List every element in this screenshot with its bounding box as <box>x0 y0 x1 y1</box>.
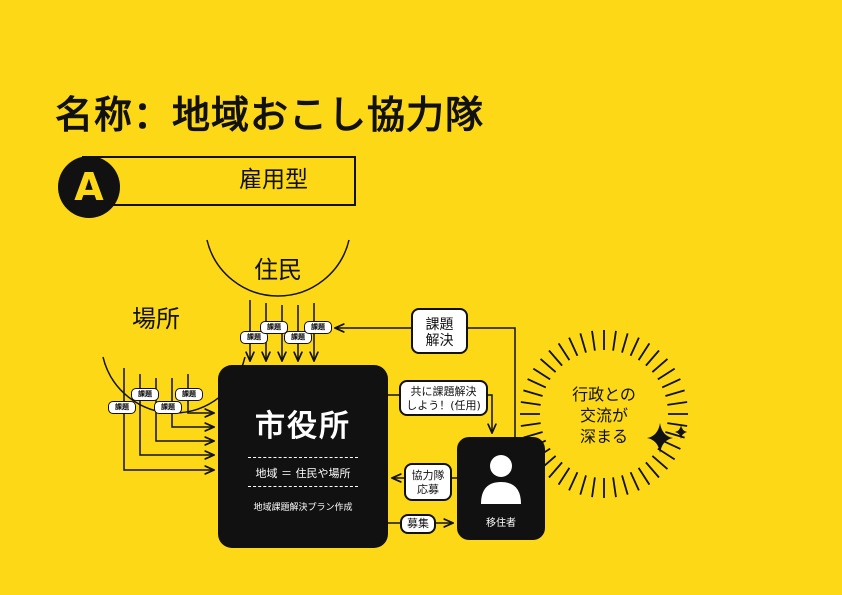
note-line: 解決 <box>425 333 454 349</box>
burst-ray <box>651 455 669 470</box>
plan-text: 地域課題解決プラン作成 <box>253 503 353 513</box>
issue-tag: 課題 <box>260 321 288 334</box>
burst-ray <box>527 378 547 389</box>
burst-ray <box>548 349 563 367</box>
burst-ray <box>637 342 651 361</box>
burst-ray <box>612 330 617 351</box>
burst-ray <box>657 447 676 461</box>
issue-tag: 課題 <box>131 388 159 401</box>
note-line: 課題 <box>425 317 454 333</box>
note-line: 協力隊 <box>411 469 445 482</box>
burst-ray <box>665 389 685 397</box>
burst-ray <box>568 337 579 357</box>
burst-ray <box>568 471 579 491</box>
issue-tag: 課題 <box>284 331 312 344</box>
burst-ray <box>629 337 640 357</box>
burst-ray <box>557 342 571 361</box>
interaction-text: 行政との 交流が 深まる <box>548 384 660 447</box>
residents-arc <box>206 239 350 297</box>
migrant-box: 移住者 <box>457 437 545 540</box>
interaction-line: 行政との <box>572 385 636 404</box>
city-hall-title: 市役所 <box>255 409 351 444</box>
issue-tag: 課題 <box>154 401 182 414</box>
burst-ray <box>579 475 587 495</box>
burst-ray <box>557 467 571 486</box>
burst-ray <box>523 431 543 439</box>
divider <box>248 486 358 487</box>
burst-ray <box>539 358 557 373</box>
residents-label: 住民 <box>254 256 302 284</box>
region-definition: 地域 ＝ 住民や場所 <box>255 467 351 480</box>
note-line: 応募 <box>417 483 439 496</box>
burst-ray <box>548 461 563 479</box>
issue-tag: 課題 <box>240 331 268 344</box>
issue-tag: 課題 <box>108 401 136 414</box>
burst-ray <box>523 389 543 397</box>
issue-tag: 課題 <box>175 388 203 401</box>
burst-ray <box>657 367 676 381</box>
burst-ray <box>629 471 640 491</box>
burst-ray <box>621 333 629 353</box>
page-title: 名称：地域おこし協力隊 <box>55 93 485 137</box>
city-hall-box: 市役所 地域 ＝ 住民や場所 地域課題解決プラン作成 <box>218 365 388 548</box>
divider <box>248 457 358 458</box>
burst-ray <box>520 422 541 427</box>
migrant-label: 移住者 <box>486 518 516 529</box>
issue-tag: 課題 <box>304 321 332 334</box>
burst-ray <box>612 477 617 498</box>
burst-ray <box>621 475 629 495</box>
person-icon <box>481 455 521 504</box>
note-line: 共に課題解決 <box>410 385 477 398</box>
burst-ray <box>579 333 587 353</box>
burst-ray <box>651 358 669 373</box>
interaction-line: 交流が <box>579 406 628 425</box>
issues-note: 課題 解決 <box>411 308 468 354</box>
burst-ray <box>645 349 660 367</box>
burst-ray <box>661 378 681 389</box>
burst-ray <box>645 461 660 479</box>
apply-note: 協力隊 応募 <box>404 463 452 501</box>
recruit-note: 募集 <box>400 514 436 534</box>
burst-ray <box>667 422 688 427</box>
burst-ray <box>591 330 596 351</box>
solve-together-note: 共に課題解決 しよう！(任用) <box>399 380 488 416</box>
sparkle-icon <box>647 423 673 453</box>
burst-ray <box>667 401 688 406</box>
type-letter-badge: A <box>58 156 120 218</box>
burst-ray <box>532 367 551 381</box>
sparkle-small-icon <box>675 425 687 439</box>
note-line: しよう！(任用) <box>406 399 481 412</box>
burst-ray <box>520 401 541 406</box>
burst-ray <box>637 467 651 486</box>
places-label: 場所 <box>132 305 180 333</box>
burst-ray <box>591 477 596 498</box>
type-label: 雇用型 <box>239 167 308 193</box>
burst-ray <box>661 439 681 450</box>
interaction-line: 深まる <box>579 427 628 446</box>
